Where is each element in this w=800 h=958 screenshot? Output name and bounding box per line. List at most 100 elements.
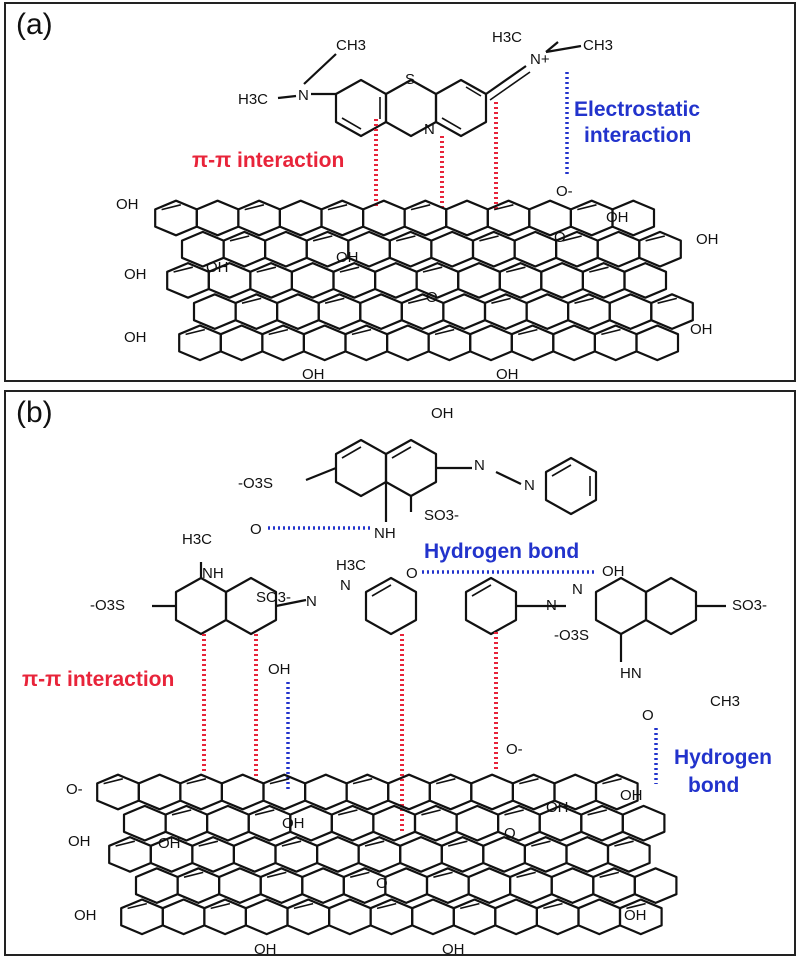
lattice-ring <box>470 773 514 811</box>
atom-oh: OH <box>268 661 291 678</box>
double-bond <box>479 235 499 242</box>
atom-so3-minus: SO3- <box>732 597 767 614</box>
lattice-ring <box>611 199 656 237</box>
double-bond <box>645 235 665 242</box>
hydrogen-bond-label: Hydrogen bond <box>424 540 579 563</box>
double-bond <box>448 840 468 847</box>
atom-oh: OH <box>624 907 647 924</box>
double-bond <box>614 840 634 847</box>
panel-a-label: (a) <box>16 8 53 41</box>
atom-oh: OH <box>431 405 454 422</box>
double-bond <box>183 871 204 878</box>
lattice-ring <box>594 773 639 811</box>
double-bond <box>460 902 480 910</box>
double-bond <box>244 204 265 211</box>
lattice-ring <box>577 898 622 936</box>
lattice-ring <box>608 293 653 330</box>
atom-ch3-top: CH3 <box>336 37 366 54</box>
double-bond <box>421 809 441 816</box>
atom-o: O <box>504 825 516 842</box>
atom-n-mid: N <box>424 121 435 138</box>
double-bond <box>127 902 147 910</box>
electrostatic-label-line2: interaction <box>584 124 691 147</box>
lattice-ring <box>482 836 527 873</box>
double-bond <box>518 328 538 336</box>
lattice-ring <box>650 293 694 330</box>
double-bond <box>504 809 524 816</box>
double-bond <box>562 235 582 242</box>
double-bond <box>601 328 621 336</box>
double-bond <box>339 266 360 273</box>
atom-o-minus: O- <box>506 741 523 758</box>
lattice-ring <box>467 867 512 904</box>
pi-pi-interaction-label: π-π interaction <box>22 668 174 691</box>
lattice-ring <box>442 293 487 330</box>
lattice-ring <box>362 199 406 237</box>
atom-n: N <box>474 457 485 474</box>
double-bond <box>516 871 536 878</box>
double-bond <box>268 328 289 336</box>
atom-o: O <box>426 289 438 306</box>
atom-oh: OH <box>620 787 643 804</box>
lattice-ring <box>513 230 558 268</box>
double-bond <box>293 902 314 910</box>
lattice-ring <box>276 293 320 330</box>
atom-ch3-right: CH3 <box>583 37 613 54</box>
atom-oh: OH <box>68 833 91 850</box>
lattice-ring <box>316 836 360 873</box>
atom-oh: OH <box>602 563 625 580</box>
panel-a-diagram: CH3 H3C N S N H3C N+ CH3 O- π-π interact… <box>116 29 719 383</box>
lattice-ring <box>525 293 570 330</box>
double-bond <box>115 840 135 847</box>
double-bond <box>376 902 397 910</box>
atom-h3c-left: H3C <box>238 91 268 108</box>
atom-n: N <box>572 581 583 598</box>
atom-oh: OH <box>696 231 719 248</box>
atom-n: N <box>524 477 535 494</box>
graphene-oxide-sheet <box>96 773 678 936</box>
double-bond <box>210 902 231 910</box>
left-dye-molecule <box>152 562 418 636</box>
lattice-ring <box>195 199 240 237</box>
double-bond <box>602 778 622 785</box>
lattice-ring <box>411 898 455 936</box>
double-bond <box>312 235 333 242</box>
atom-o: O <box>554 229 566 246</box>
lattice-ring <box>455 804 500 842</box>
hydrogen-bond-side-label-2: bond <box>688 774 739 797</box>
atom-h3c: H3C <box>336 557 366 574</box>
double-bond <box>327 204 348 211</box>
graphene-oxide-sheet <box>154 199 694 362</box>
lattice-ring <box>606 836 651 873</box>
lattice-ring <box>192 293 237 330</box>
lattice-ring <box>218 867 262 904</box>
double-bond <box>186 778 207 785</box>
atom-nh: NH <box>202 565 224 582</box>
atom-nh: NH <box>374 525 396 542</box>
atom-o3s-minus: -O3S <box>238 475 273 492</box>
double-bond <box>543 902 563 910</box>
double-bond <box>171 809 192 816</box>
lattice-ring <box>302 324 347 362</box>
atom-oh: OH <box>690 321 713 338</box>
lattice-ring <box>372 804 417 842</box>
atom-o: O <box>250 521 262 538</box>
atom-h3c: H3C <box>182 531 212 548</box>
lattice-ring <box>374 262 418 299</box>
atom-oh: OH <box>254 941 277 958</box>
double-bond <box>352 778 373 785</box>
double-bond <box>198 840 219 847</box>
double-bond <box>185 328 205 336</box>
double-bond <box>103 778 123 785</box>
lattice-ring <box>445 199 489 237</box>
double-bond <box>491 297 511 304</box>
panel-a: (a) CH3 H3C N S N <box>4 2 796 383</box>
double-bond <box>364 840 385 847</box>
atom-n: N <box>306 593 317 610</box>
atom-oh: OH <box>124 329 147 346</box>
lattice-ring <box>623 262 668 299</box>
lattice-ring <box>206 804 250 842</box>
lattice-ring <box>359 293 403 330</box>
lattice-ring <box>328 898 372 936</box>
double-bond <box>531 840 551 847</box>
